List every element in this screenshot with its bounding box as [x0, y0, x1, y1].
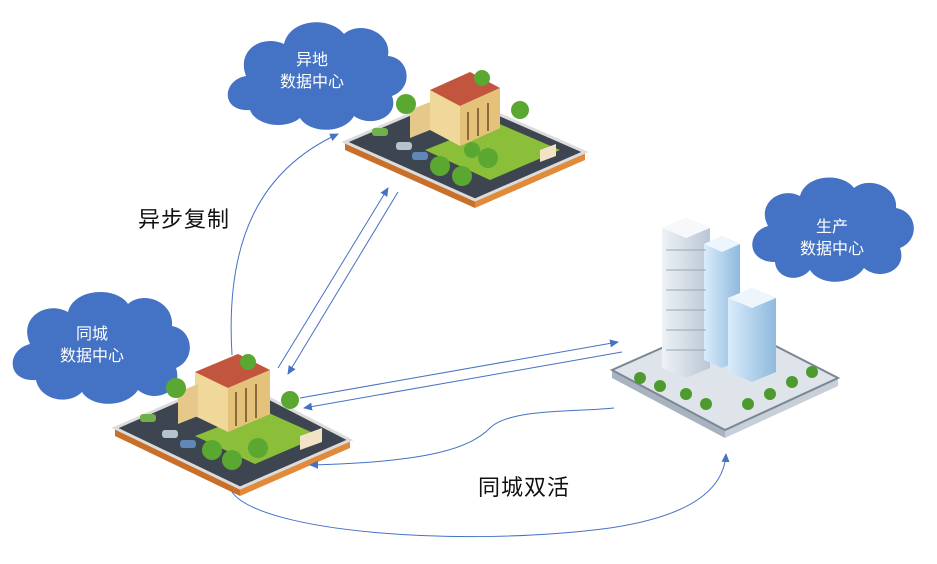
campus-building-icon	[111, 354, 354, 496]
active-active-arrow-upper	[309, 407, 615, 469]
skyscraper-city-icon	[609, 218, 841, 438]
async-replication-label: 异步复制	[138, 208, 231, 233]
cloud-remote-line2: 数据中心	[279, 72, 344, 91]
arrows	[230, 133, 730, 538]
cloud-local-line2: 数据中心	[59, 346, 124, 365]
cloud-remote	[227, 22, 407, 130]
campus-building-icon	[341, 70, 589, 208]
cloud-local	[12, 292, 190, 404]
arrow-local-to-prod	[299, 339, 619, 399]
cloud-production	[752, 177, 914, 282]
async-arrow-up	[230, 133, 339, 356]
cloud-remote-line1: 异地	[295, 50, 328, 69]
active-active-arrow-lower	[231, 453, 730, 538]
cloud-local-line1: 同城	[75, 324, 108, 343]
arrow-local-to-remote	[277, 187, 389, 369]
arrow-remote-to-local	[287, 191, 399, 375]
arrow-prod-to-local	[303, 351, 623, 411]
cloud-production-line2: 数据中心	[799, 239, 864, 258]
cloud-label-production: 生产 数据中心	[772, 216, 892, 260]
cloud-label-remote: 异地 数据中心	[252, 49, 372, 93]
cloud-label-local: 同城 数据中心	[32, 323, 152, 367]
cloud-production-line1: 生产	[815, 217, 848, 236]
active-active-label: 同城双活	[478, 476, 571, 501]
